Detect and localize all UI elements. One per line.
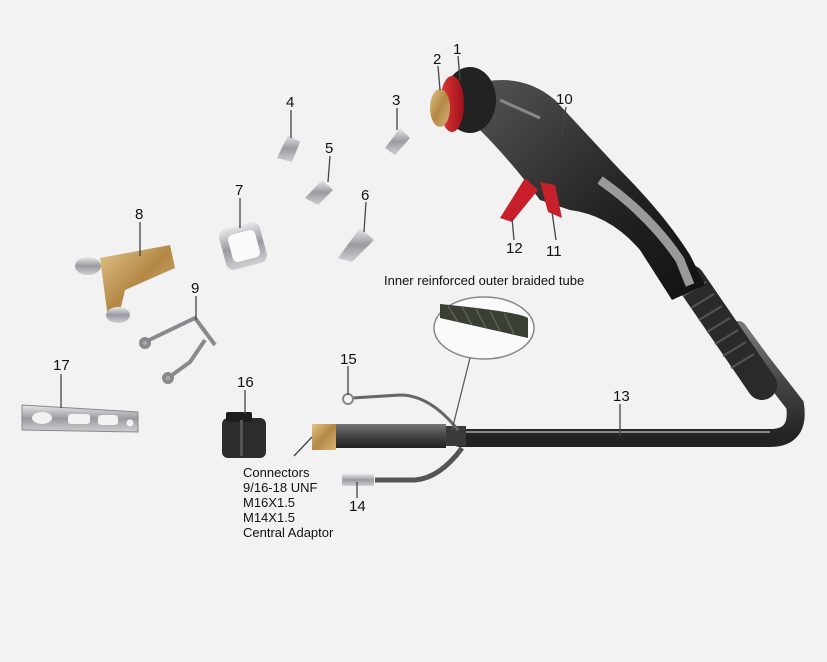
callout-4: 4 [286, 94, 295, 111]
callout-5: 5 [325, 140, 334, 157]
callout-11: 11 [546, 243, 562, 260]
connector-m14: M14X1.5 [243, 509, 296, 525]
part-4 [277, 135, 300, 162]
part-6 [338, 228, 374, 262]
part-5 [305, 180, 333, 205]
adaptor-nut [222, 412, 266, 458]
callout-9: 9 [191, 280, 200, 297]
main-trigger [540, 182, 562, 218]
callout-17: 17 [53, 357, 70, 374]
callout-7: 7 [235, 182, 244, 199]
braided-tube-inset [433, 296, 535, 431]
braided-tube-label: Inner reinforced outer braided tube [384, 273, 585, 288]
standoff-guide [75, 245, 175, 323]
callout-13: 13 [613, 388, 630, 405]
torch-head [430, 67, 496, 133]
gas-connector [342, 446, 465, 486]
power-connector [312, 424, 466, 450]
triggers [500, 178, 562, 222]
torch-handle [470, 80, 705, 300]
callout-12: 12 [506, 240, 523, 257]
connectors-title: Connectors [243, 465, 310, 480]
callout-6: 6 [361, 187, 370, 204]
callout-1: 1 [453, 41, 462, 58]
callout-16: 16 [237, 374, 254, 391]
consumable-tips [277, 128, 410, 262]
part-3 [385, 128, 410, 155]
callout-10: 10 [556, 91, 573, 108]
cable-sleeve [675, 265, 777, 400]
callout-8: 8 [135, 206, 144, 223]
connector-unf: 9/16-18 UNF [243, 479, 318, 495]
callout-2: 2 [433, 51, 442, 68]
connector-m16: M16X1.5 [243, 494, 296, 510]
callout-14: 14 [349, 498, 366, 515]
leader-lines [60, 55, 621, 498]
brass-retainer [430, 89, 450, 127]
connector-central: Central Adaptor [243, 524, 334, 540]
main-cable [451, 321, 805, 447]
wrench-tool [21, 404, 139, 433]
shield-cup [219, 222, 267, 270]
circle-guide [139, 315, 217, 384]
lever-trigger [500, 178, 538, 222]
callout-15: 15 [340, 351, 357, 368]
connectors-list: Connectors 9/16-18 UNF M16X1.5 M14X1.5 C… [243, 465, 334, 541]
callout-3: 3 [392, 92, 401, 109]
